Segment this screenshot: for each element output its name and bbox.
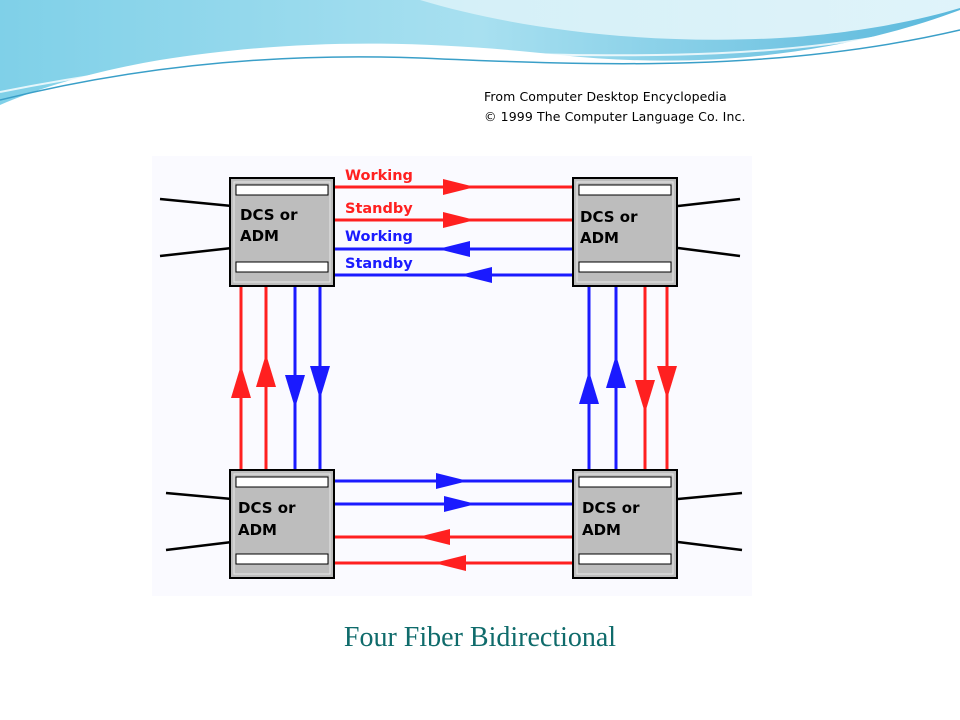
fiber-label-working-red: Working	[345, 168, 413, 184]
arrows-right	[579, 355, 677, 413]
node-label-line1: DCS or	[582, 499, 640, 517]
fiber-label-standby-blue: Standby	[345, 256, 413, 272]
header-swoosh-line-2	[0, 19, 960, 93]
header-swoosh-light	[420, 0, 960, 40]
node-bottom-left: DCS or ADM	[229, 469, 335, 579]
node-top-right: DCS or ADM	[572, 177, 678, 287]
node-label-line2: ADM	[582, 521, 621, 539]
slide-caption: Four Fiber Bidirectional	[343, 622, 617, 653]
node-label-line1: DCS or	[580, 208, 638, 226]
fiber-label-standby-red: Standby	[345, 201, 413, 217]
credit-panel	[152, 86, 760, 154]
arrows-top	[438, 179, 492, 283]
credit-line-2: © 1999 The Computer Language Co. Inc.	[484, 109, 746, 124]
node-label-line1: DCS or	[238, 499, 296, 517]
node-label-line2: ADM	[240, 227, 279, 245]
fiber-labels: Working Standby Working Standby	[345, 168, 413, 272]
node-label-line1: DCS or	[240, 206, 298, 224]
node-bottom-right: DCS or ADM	[572, 469, 678, 579]
node-label-line2: ADM	[238, 521, 277, 539]
fiber-label-working-blue: Working	[345, 229, 413, 245]
tributary-lines	[159, 197, 743, 552]
header-swoosh-line	[0, 29, 960, 101]
credit-line-1: From Computer Desktop Encyclopedia	[484, 89, 727, 104]
node-label-line2: ADM	[580, 229, 619, 247]
arrows-left	[231, 354, 330, 408]
arrows-bottom	[418, 473, 476, 571]
node-top-left: DCS or ADM	[229, 177, 335, 287]
